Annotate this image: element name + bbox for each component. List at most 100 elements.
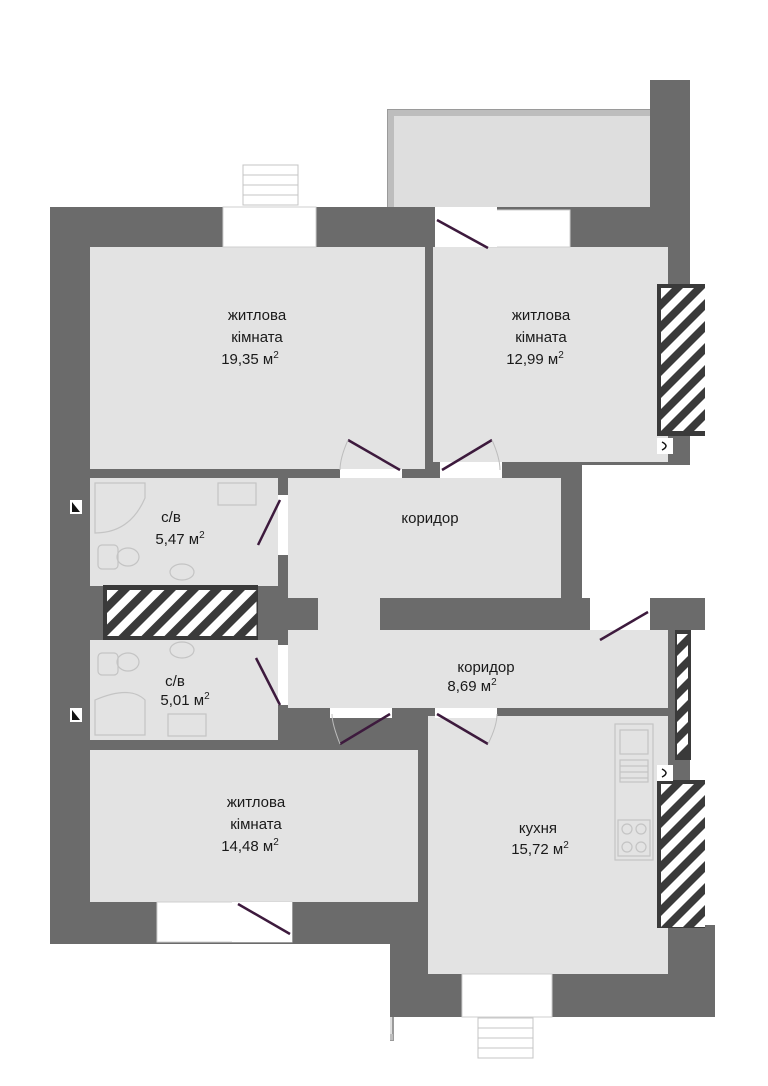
- cutout-right-notch: [582, 465, 692, 600]
- wall-top-right-tower: [650, 80, 690, 220]
- vent-tile: [210, 613, 222, 625]
- vent-tile: [187, 624, 199, 636]
- vent-tile: [694, 883, 705, 894]
- vent-tile: [672, 398, 683, 409]
- floor-bath-1: [90, 478, 278, 586]
- vent-tile: [672, 894, 683, 905]
- vent-tile: [683, 321, 694, 332]
- vent-tile: [176, 601, 188, 613]
- marker-right-2: [657, 765, 673, 781]
- vent-tile: [164, 590, 176, 602]
- area-kitchen: 15,72 м2: [511, 840, 569, 858]
- vent-tile: [694, 784, 705, 795]
- vent-tile: [153, 601, 165, 613]
- vent-tile: [118, 624, 130, 636]
- wall-corridor-pillar: [650, 598, 705, 630]
- toilet-bath-2: [97, 652, 119, 676]
- vent-tile: [694, 365, 705, 376]
- vent-tile: [694, 839, 705, 850]
- vent-tile: [683, 299, 694, 310]
- vent-tile: [187, 590, 199, 602]
- balcony-top-rail-top: [388, 110, 653, 116]
- kitchen-sink: [619, 729, 649, 755]
- vent-tile: [672, 861, 683, 872]
- cutout-bottom-left: [50, 944, 390, 1044]
- vent-tile: [153, 613, 165, 625]
- door-arc-living-2: [491, 439, 501, 471]
- vent-tile: [141, 613, 153, 625]
- vent-tile: [683, 828, 694, 839]
- vent-tile: [694, 398, 705, 409]
- vent-tile: [661, 784, 672, 795]
- vent-tile: [661, 365, 672, 376]
- vent-tile: [233, 624, 245, 636]
- balcony-top-rail-left: [388, 110, 394, 210]
- vent-tile: [672, 850, 683, 861]
- vent-tile: [694, 376, 705, 387]
- vent-tile: [199, 590, 211, 602]
- vent-tile: [661, 387, 672, 398]
- vent-tile: [677, 634, 688, 645]
- vent-tile: [683, 420, 694, 431]
- vent-tile: [672, 409, 683, 420]
- vent-tile: [694, 321, 705, 332]
- opening-living-2: [440, 462, 502, 478]
- door-swing-living-2: [441, 438, 493, 472]
- vent-tile: [672, 905, 683, 916]
- label-corridor-2: коридор: [457, 659, 514, 676]
- vent-tile: [683, 409, 694, 420]
- window-living-1: [222, 206, 317, 248]
- vent-tile: [672, 817, 683, 828]
- vent-tile: [187, 613, 199, 625]
- vent-tile: [141, 624, 153, 636]
- toilet-bowl-bath-2: [116, 652, 140, 672]
- door-arc-living-1: [339, 439, 349, 471]
- toilet-bowl-bath-1: [116, 547, 140, 567]
- vent-tile: [661, 332, 672, 343]
- label-living-1-line1: житлова: [228, 307, 287, 324]
- label-kitchen: кухня: [519, 820, 557, 837]
- toilet-bath-1: [97, 544, 119, 570]
- vent-tile: [661, 916, 672, 927]
- vent-tile: [672, 420, 683, 431]
- vent-tile: [107, 613, 119, 625]
- vent-tile: [245, 590, 257, 602]
- marker-right-1-mark: [661, 441, 667, 451]
- opening-balcony-bottom: [232, 902, 292, 942]
- vent-tile: [661, 398, 672, 409]
- vent-tile: [672, 872, 683, 883]
- floor-kitchen: [428, 716, 668, 974]
- opening-entrance: [590, 600, 650, 630]
- vent-tile: [672, 828, 683, 839]
- vent-tile: [661, 850, 672, 861]
- vent-shaft-right-narrow-pattern: [677, 634, 688, 755]
- vent-tile: [672, 365, 683, 376]
- sink-bath-1: [169, 563, 195, 581]
- door-arc-living-3: [331, 713, 341, 745]
- label-bath-2: с/в: [165, 673, 185, 690]
- window-kitchen: [461, 973, 553, 1018]
- vent-tile: [683, 894, 694, 905]
- vent-tile: [683, 883, 694, 894]
- vent-tile: [694, 299, 705, 310]
- vent-tile: [694, 332, 705, 343]
- vent-tile: [694, 387, 705, 398]
- vent-tile: [683, 376, 694, 387]
- vent-tile: [683, 332, 694, 343]
- vent-tile: [107, 601, 119, 613]
- vent-tile: [677, 689, 688, 700]
- opening-living-3: [330, 708, 392, 718]
- shelf-bath-1: [217, 482, 257, 506]
- vent-tile: [661, 883, 672, 894]
- door-swing-bath-2: [254, 657, 282, 706]
- wall-cutouts: [50, 465, 692, 1044]
- vent-shafts: [103, 284, 705, 928]
- vent-tile: [222, 601, 234, 613]
- opening-living-1: [340, 469, 402, 478]
- vent-tile: [677, 711, 688, 722]
- vent-tile: [672, 839, 683, 850]
- balcony-top: [387, 109, 654, 211]
- vent-tile: [677, 700, 688, 711]
- label-living-1-line2: кімната: [231, 329, 283, 346]
